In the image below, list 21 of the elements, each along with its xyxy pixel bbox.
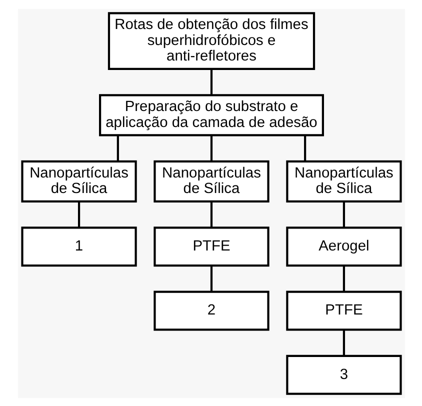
node-box: Nanopartículas de Sílica bbox=[286, 160, 402, 202]
node-box: Rotas de obtenção dos filmes superhidrofóbicos e anti-refletores bbox=[107, 12, 315, 70]
node-box: PTFE bbox=[153, 226, 269, 266]
node-box: PTFE bbox=[286, 290, 402, 330]
node-box: 3 bbox=[286, 354, 402, 394]
connector bbox=[304, 134, 306, 161]
node-box: 1 bbox=[20, 226, 136, 266]
connector bbox=[342, 329, 345, 356]
connector bbox=[77, 201, 80, 227]
node-box: Aerogel bbox=[286, 226, 402, 266]
connector bbox=[116, 134, 118, 161]
connector bbox=[342, 265, 345, 291]
connector bbox=[210, 134, 212, 161]
connector bbox=[210, 265, 212, 291]
node-box: Preparação do substrato e aplicação da camada de adesão bbox=[98, 94, 324, 136]
node-box: Nanopartículas de Sílica bbox=[153, 160, 269, 202]
connector bbox=[342, 201, 345, 227]
node-box: 2 bbox=[153, 290, 269, 330]
connector bbox=[210, 68, 212, 95]
connector bbox=[210, 201, 212, 227]
node-box: Nanopartículas de Sílica bbox=[20, 160, 136, 202]
